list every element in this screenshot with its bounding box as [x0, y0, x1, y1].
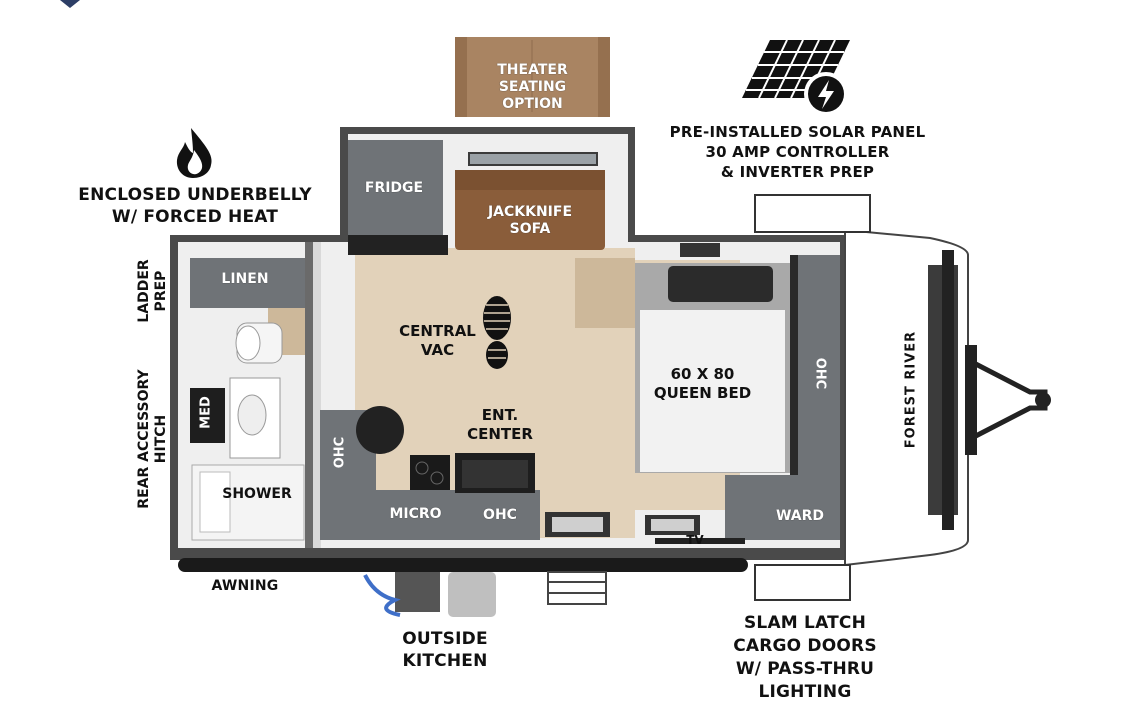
vac-line-2: VAC — [420, 341, 455, 359]
ent-line-1: ENT. — [481, 406, 519, 424]
ladder-line-1: LADDER — [136, 259, 152, 323]
fridge — [348, 140, 443, 235]
cargo-line-3: W/ PASS-THRU — [735, 659, 875, 679]
ward-label: WARD — [775, 508, 825, 524]
solar-callout: PRE-INSTALLED SOLAR PANEL 30 AMP CONTROL… — [645, 122, 950, 182]
shower-label: SHOWER — [222, 486, 292, 502]
kitchen-line-1: OUTSIDE — [402, 629, 488, 649]
awning-callout: AWNING — [211, 578, 279, 594]
wardrobe — [725, 475, 840, 540]
front-cap — [844, 228, 1051, 567]
bathroom — [190, 258, 305, 541]
theater-label: THEATER SEATING OPTION — [455, 62, 610, 113]
outside-kitchen — [363, 571, 607, 617]
ohc-bottom-label: OHC — [483, 507, 517, 523]
theater-line-3: OPTION — [502, 96, 563, 112]
cargo-line-1: SLAM LATCH — [743, 613, 867, 633]
hitch-line-1: REAR ACCESSORY — [136, 369, 152, 509]
queen-bed — [635, 243, 795, 473]
hitch-line-2: HITCH — [153, 414, 169, 464]
tv-label: TV — [686, 533, 704, 547]
bed-line-1: 60 X 80 — [670, 365, 735, 383]
vac-label: CENTRAL VAC — [385, 322, 490, 360]
ohc-right — [795, 255, 840, 475]
footprint-icon — [483, 296, 511, 369]
logo-fragment — [60, 0, 80, 8]
solar-line-1: PRE-INSTALLED SOLAR PANEL — [669, 123, 926, 141]
micro-label: MICRO — [389, 506, 442, 522]
linen-label: LINEN — [221, 271, 269, 287]
vac-line-1: CENTRAL — [399, 322, 476, 340]
cargo-line-2: CARGO DOORS — [733, 636, 877, 656]
underbelly-callout: ENCLOSED UNDERBELLY W/ FORCED HEAT — [50, 184, 340, 228]
theater-line-1: THEATER — [497, 62, 568, 78]
ladder-callout: LADDER PREP — [136, 251, 170, 331]
kitchen-line-2: KITCHEN — [402, 651, 488, 671]
underbelly-line-2: W/ FORCED HEAT — [111, 207, 279, 227]
fridge-label: FRIDGE — [364, 180, 424, 196]
sofa-label: JACKKNIFE SOFA — [460, 204, 600, 238]
hitch-callout: REAR ACCESSORY HITCH — [136, 365, 170, 513]
kitchen-counter — [320, 406, 540, 540]
ohc-left-label: OHC — [332, 436, 348, 469]
med-label: MED — [198, 396, 214, 429]
theater-seating-graphic — [455, 37, 610, 117]
theater-line-2: SEATING — [498, 79, 567, 95]
sofa-line-2: SOFA — [509, 221, 551, 237]
ent-line-2: CENTER — [467, 425, 533, 443]
solar-line-3: & INVERTER PREP — [720, 163, 875, 181]
ladder-line-2: PREP — [153, 270, 169, 312]
solar-panel-icon — [742, 39, 850, 116]
brand-logo: FOREST RIVER — [903, 330, 919, 449]
cargo-callout: SLAM LATCH CARGO DOORS W/ PASS-THRU LIGH… — [710, 612, 900, 704]
cargo-line-4: LIGHTING — [758, 682, 852, 702]
underbelly-line-1: ENCLOSED UNDERBELLY — [78, 185, 312, 205]
bed-line-2: QUEEN BED — [653, 384, 752, 402]
solar-line-2: 30 AMP CONTROLLER — [705, 143, 890, 161]
kitchen-callout: OUTSIDE KITCHEN — [380, 628, 510, 672]
bed-label: 60 X 80 QUEEN BED — [640, 365, 765, 403]
sofa-line-1: JACKKNIFE — [487, 204, 573, 220]
awning — [178, 558, 748, 572]
ohc-right-label: OHC — [812, 357, 828, 390]
jackknife-sofa — [455, 152, 605, 250]
ent-center-label: ENT. CENTER — [455, 406, 545, 444]
flame-icon — [176, 128, 212, 178]
bolt-icon — [804, 72, 848, 116]
